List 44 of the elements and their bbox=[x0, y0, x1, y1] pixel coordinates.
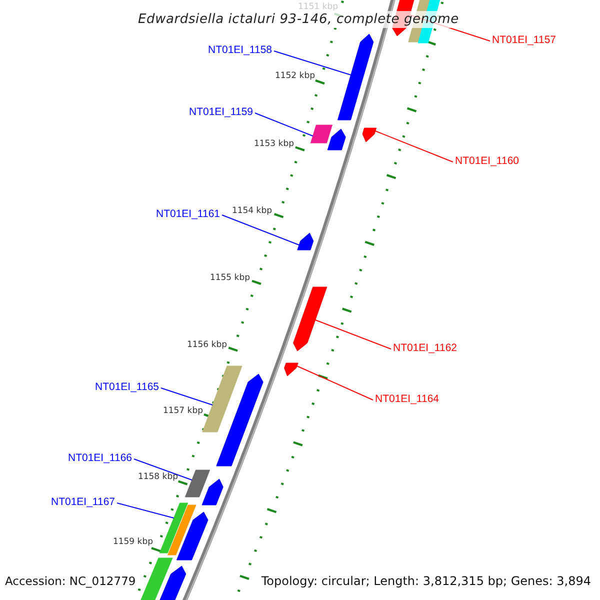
scale-label: 1156 kbp bbox=[186, 340, 227, 350]
scale-label: 1152 kbp bbox=[274, 71, 315, 81]
leader-line bbox=[274, 50, 352, 76]
gene-feature-block bbox=[337, 34, 374, 120]
gene-bar bbox=[184, 470, 210, 498]
gene-feature-block bbox=[216, 374, 264, 466]
scale-label: 1158 kbp bbox=[138, 472, 178, 482]
genome-summary-note: Topology: circular; Length: 3,812,315 bp; Genes: 3,894 bbox=[261, 573, 591, 590]
scale-label: 1153 kbp bbox=[254, 139, 294, 149]
gene-bar bbox=[168, 504, 196, 556]
gene-feature-block bbox=[362, 128, 377, 142]
leader-line bbox=[314, 320, 392, 350]
scale-label: 1159 kbp bbox=[112, 537, 153, 547]
gene-bar bbox=[310, 124, 332, 144]
gene-label: NT01EI_1157 bbox=[492, 33, 556, 47]
gene-label: NT01EI_1166 bbox=[68, 451, 132, 465]
leader-line bbox=[134, 458, 192, 480]
gene-feature-block bbox=[293, 286, 328, 352]
gene-feature-block bbox=[327, 128, 346, 150]
gene-label: NT01EI_1160 bbox=[455, 154, 520, 168]
scale-label: 1154 kbp bbox=[232, 206, 272, 216]
scale-label: 1157 kbp bbox=[162, 406, 203, 416]
gene-feature-block bbox=[202, 478, 224, 506]
leader-line bbox=[160, 388, 214, 406]
gene-label: NT01EI_1167 bbox=[50, 495, 115, 509]
leader-line bbox=[374, 130, 454, 162]
leader-line bbox=[254, 112, 314, 136]
gene-bar bbox=[159, 502, 188, 554]
accession-note: Accession: NC_012779 bbox=[5, 573, 136, 590]
leader-line bbox=[116, 502, 174, 518]
gene-bar bbox=[202, 366, 242, 432]
gene-feature-block bbox=[176, 512, 208, 560]
gene-feature-block bbox=[284, 362, 298, 376]
gene-label: NT01EI_1161 bbox=[156, 207, 220, 221]
leader-line bbox=[296, 366, 374, 400]
gene-feature-block bbox=[297, 232, 314, 250]
gene-label: NT01EI_1159 bbox=[188, 105, 253, 119]
title: Edwardsiella ictaluri 93-146, complete genome bbox=[136, 11, 461, 28]
leader-line bbox=[222, 214, 300, 246]
gene-label: NT01EI_1158 bbox=[208, 43, 272, 57]
gene-label: NT01EI_1165 bbox=[94, 380, 159, 394]
gene-label: NT01EI_1162 bbox=[393, 341, 458, 355]
scale-label: 1155 kbp bbox=[210, 273, 250, 283]
gene-label: NT01EI_1164 bbox=[375, 392, 440, 406]
